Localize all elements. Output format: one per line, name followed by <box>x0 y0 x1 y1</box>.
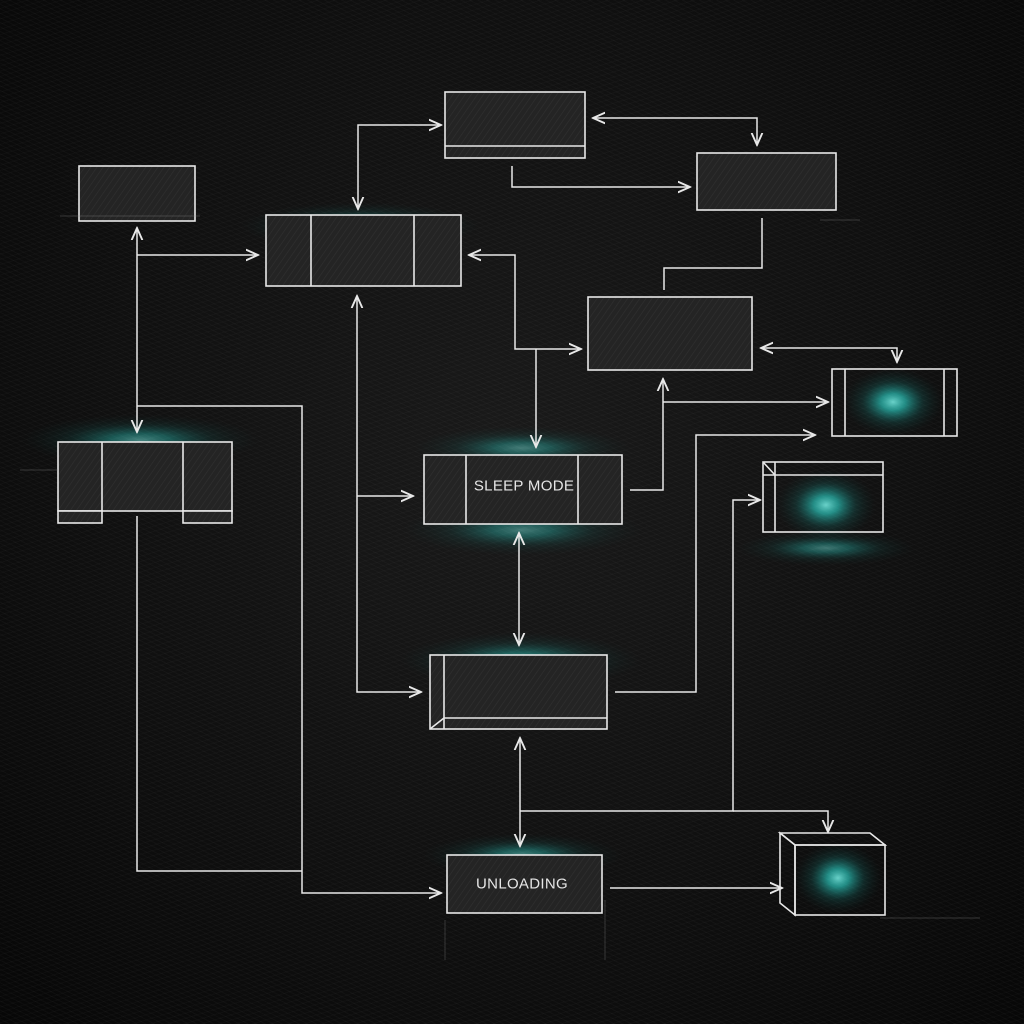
node-left-mid <box>57 441 233 524</box>
edge-middle-to-glowright <box>761 348 897 362</box>
glow-cube-bottom-right <box>794 842 882 914</box>
node-cube-right <box>762 461 884 533</box>
node-lower-center <box>429 654 608 730</box>
node-top-right <box>696 152 837 211</box>
node-top-left <box>78 165 196 222</box>
edge-leftmid-down <box>136 516 302 872</box>
edge-sleep-to-middle <box>630 379 663 491</box>
sleep-mode-label: SLEEP MODE <box>473 477 575 495</box>
edge-lower-to-cube-right <box>520 500 760 812</box>
node-glow-right <box>831 368 958 437</box>
edge-leftmid-right <box>137 405 441 893</box>
connectors-layer <box>137 118 897 893</box>
edge-lower-to-glowright <box>615 435 815 693</box>
guide-lines <box>20 215 980 960</box>
nodes-layer <box>57 91 958 917</box>
edge-top-to-topright <box>593 118 757 145</box>
edge-upper-to-middle <box>469 255 581 349</box>
glow-layer <box>20 202 943 914</box>
glow-right-box <box>843 368 943 436</box>
node-cube-bottom-right <box>777 831 888 917</box>
node-top-center <box>444 91 586 159</box>
node-middle-right <box>587 296 753 371</box>
edge-upper-v <box>357 296 421 692</box>
node-sleep-mode <box>423 454 623 525</box>
edge-branch-to-cube-bottom <box>733 810 828 832</box>
glow-cube-right-under <box>736 530 916 566</box>
unloading-label: UNLOADING <box>476 875 568 893</box>
edge-top-down <box>511 166 690 187</box>
node-unloading <box>446 854 603 914</box>
glow-cube-right <box>776 469 876 541</box>
node-upper-center <box>265 214 462 287</box>
edge-upper-to-top <box>358 125 441 209</box>
edge-topright-down <box>663 218 763 290</box>
